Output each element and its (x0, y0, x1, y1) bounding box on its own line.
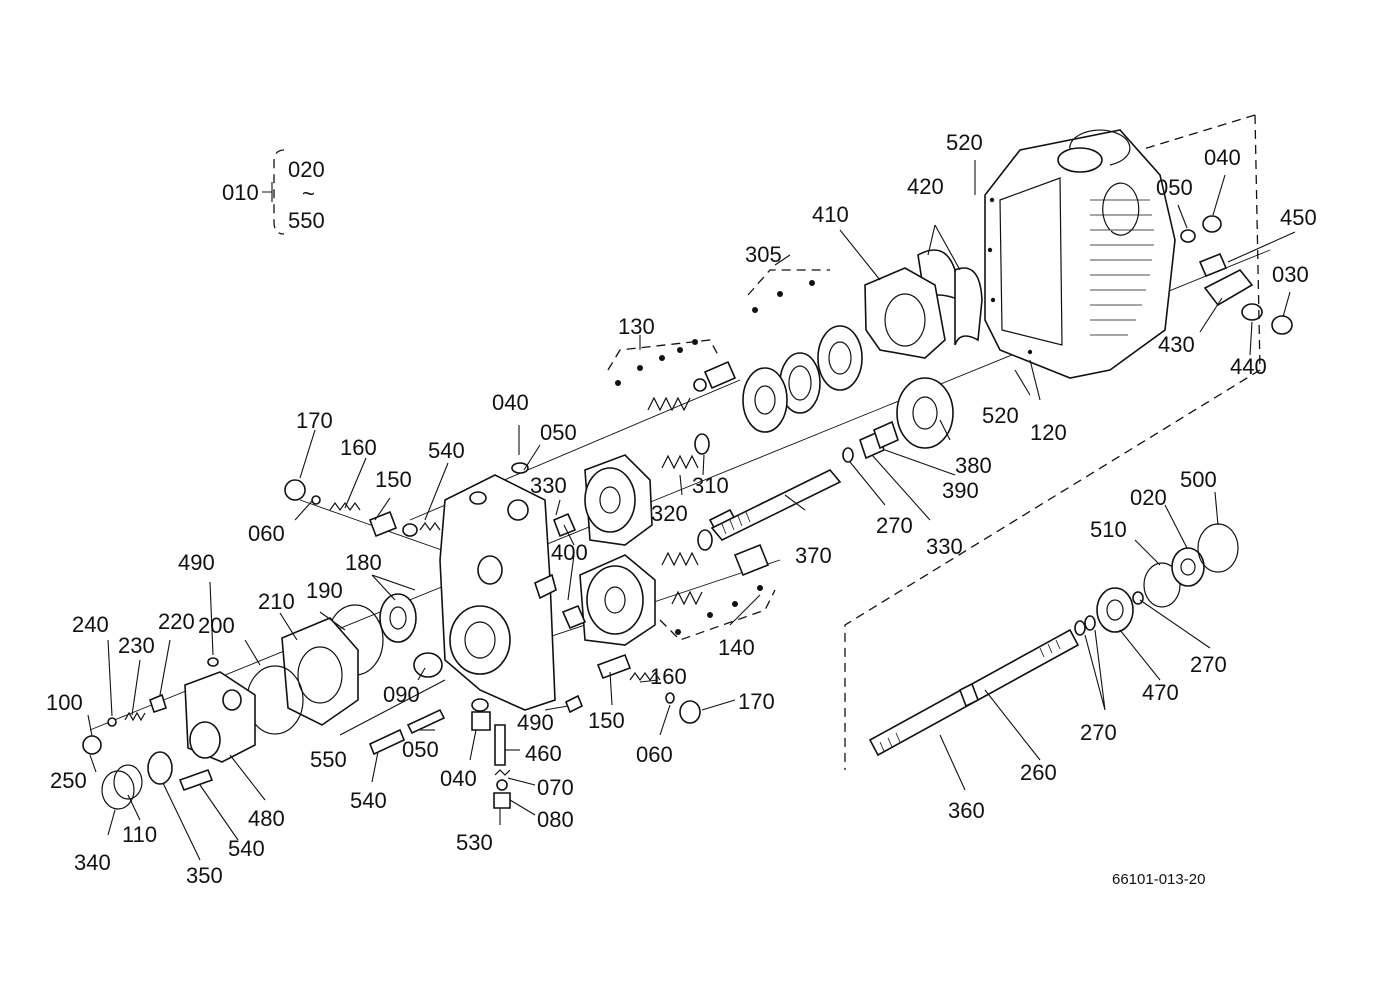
callout-040-bottom: 040 (440, 766, 477, 791)
callout-500: 500 (1180, 467, 1217, 492)
callout-510: 510 (1090, 517, 1127, 542)
spring-group-140 (659, 543, 776, 641)
callout-270-right: 270 (1190, 652, 1227, 677)
callout-040: 040 (1204, 145, 1241, 170)
callout-400: 400 (551, 540, 588, 565)
callout-080: 080 (537, 807, 574, 832)
callout-360: 360 (948, 798, 985, 823)
callout-230: 230 (118, 633, 155, 658)
callout-040-mid: 040 (492, 390, 529, 415)
left-end-block (82, 657, 256, 810)
callout-100: 100 (46, 690, 83, 715)
callout-440: 440 (1230, 354, 1267, 379)
callout-050-mid: 050 (540, 420, 577, 445)
right-shaft-parts (1180, 215, 1293, 335)
cylinder-blocks (552, 454, 656, 646)
callout-180: 180 (345, 550, 382, 575)
callout-120: 120 (1030, 420, 1067, 445)
callout-070: 070 (537, 775, 574, 800)
drawing-code: 66101-013-20 (1112, 871, 1205, 888)
callout-200: 200 (198, 613, 235, 638)
leader-lines (87, 160, 1296, 861)
callout-150: 150 (375, 467, 412, 492)
callout-460: 460 (525, 741, 562, 766)
callout-330: 330 (926, 534, 963, 559)
assembly-key: 010 020 ~ 550 (222, 149, 325, 235)
callout-220: 220 (158, 609, 195, 634)
callout-210: 210 (258, 589, 295, 614)
callout-540-center: 540 (350, 788, 387, 813)
callout-270: 270 (876, 513, 913, 538)
callout-520-lower: 520 (982, 403, 1019, 428)
assembly-parent-number: 010 (222, 180, 259, 205)
callout-130: 130 (618, 314, 655, 339)
callout-160-bottom: 160 (650, 664, 687, 689)
callout-150-bottom: 150 (588, 708, 625, 733)
callout-030: 030 (1272, 262, 1309, 287)
callout-170: 170 (296, 408, 333, 433)
callout-420: 420 (907, 174, 944, 199)
callout-350: 350 (186, 863, 223, 888)
callout-270-lower: 270 (1080, 720, 1117, 745)
callout-310: 310 (692, 473, 729, 498)
callout-110: 110 (122, 822, 157, 847)
left-plates (246, 593, 443, 735)
callout-060: 060 (248, 521, 285, 546)
center-housing (439, 462, 557, 711)
callout-490-bottom: 490 (517, 710, 554, 735)
callout-020: 020 (1130, 485, 1167, 510)
callout-530: 530 (456, 830, 493, 855)
callout-260: 260 (1020, 760, 1057, 785)
callout-330-mid: 330 (530, 473, 567, 498)
callout-160: 160 (340, 435, 377, 460)
bearing-group-305 (742, 269, 863, 433)
callout-390: 390 (942, 478, 979, 503)
transmission-case (984, 129, 1176, 379)
upper-left-valve-parts (284, 479, 441, 538)
callout-050-bottom: 050 (402, 737, 439, 762)
callout-050: 050 (1156, 175, 1193, 200)
callout-410: 410 (812, 202, 849, 227)
callout-380: 380 (955, 453, 992, 478)
callout-250: 250 (50, 768, 87, 793)
callout-540-bottom: 540 (228, 836, 265, 861)
callout-340: 340 (74, 850, 111, 875)
springs-320-310 (661, 433, 740, 567)
callout-060-bottom: 060 (636, 742, 673, 767)
callout-430: 430 (1158, 332, 1195, 357)
assembly-range-symbol: ~ (302, 181, 315, 206)
callout-170-bottom: 170 (738, 689, 775, 714)
callout-550: 550 (310, 747, 347, 772)
callout-520: 520 (946, 130, 983, 155)
seal-plates (864, 249, 983, 359)
bottom-valve-parts (368, 653, 701, 809)
center-shaft-370 (710, 377, 954, 541)
callout-470: 470 (1142, 680, 1179, 705)
callout-320: 320 (651, 501, 688, 526)
callout-140: 140 (718, 635, 755, 660)
callout-480: 480 (248, 806, 285, 831)
lower-right-shaft (844, 114, 1261, 770)
callout-490: 490 (178, 550, 215, 575)
assembly-key-bracket (273, 149, 285, 235)
assembly-key-stem (262, 182, 273, 202)
callout-540: 540 (428, 438, 465, 463)
assembly-range-start: 020 (288, 157, 325, 182)
assembly-range-end: 550 (288, 208, 325, 233)
callout-240: 240 (72, 612, 109, 637)
callout-305: 305 (745, 242, 782, 267)
part-callouts: 520 040 050 420 410 450 030 430 440 520 … (46, 130, 1317, 888)
callout-190: 190 (306, 578, 343, 603)
callout-090: 090 (383, 682, 420, 707)
callout-370: 370 (795, 543, 832, 568)
callout-450: 450 (1280, 205, 1317, 230)
spring-group-130 (607, 339, 737, 412)
